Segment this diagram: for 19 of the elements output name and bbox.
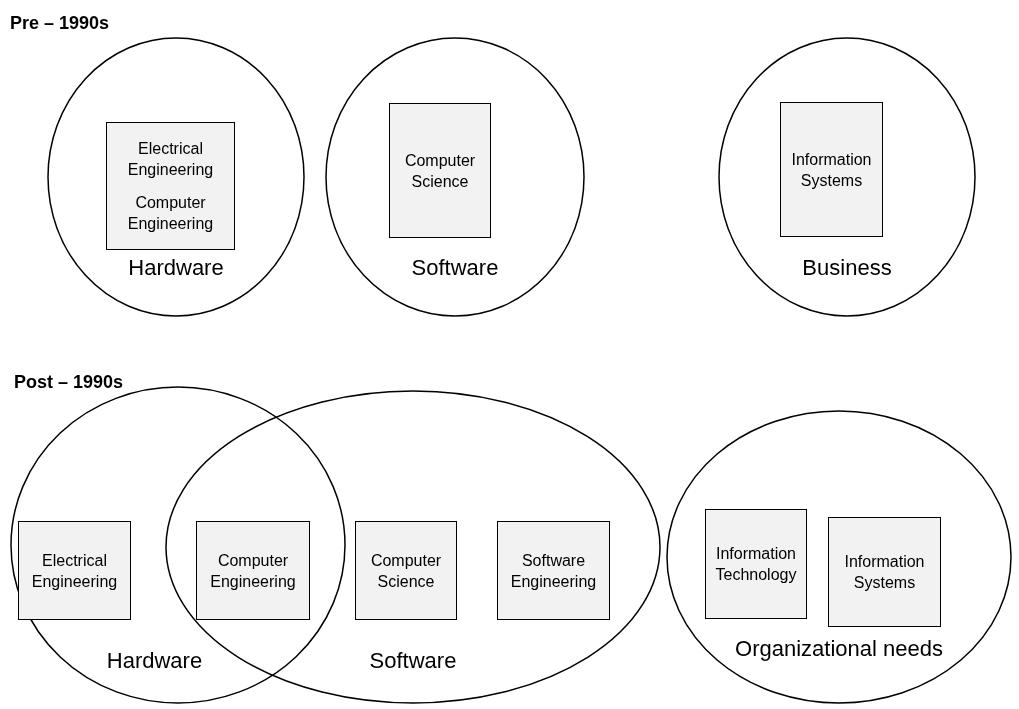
discipline-box: Information Technology	[705, 509, 807, 619]
section-heading: Post – 1990s	[14, 372, 124, 393]
discipline-box	[106, 122, 235, 250]
discipline-box: Electrical Engineering	[18, 521, 131, 620]
discipline-box: Information Systems	[780, 102, 883, 237]
discipline-name: Computer Engineering	[126, 193, 215, 234]
group-label: Hardware	[128, 255, 224, 281]
discipline-name: Electrical Engineering	[126, 139, 215, 180]
group-label: Organizational needs	[735, 636, 943, 662]
group-label: Software	[411, 255, 499, 281]
discipline-box: Computer Science	[355, 521, 457, 620]
discipline-box: Software Engineering	[497, 521, 610, 620]
section-heading: Pre – 1990s	[10, 13, 110, 34]
discipline-box: Information Systems	[828, 517, 941, 627]
group-label: Hardware	[106, 648, 203, 674]
group-label: Business	[802, 255, 892, 281]
group-label: Software	[369, 648, 457, 674]
discipline-box: Computer Science	[389, 103, 491, 238]
discipline-box: Computer Engineering	[196, 521, 310, 620]
